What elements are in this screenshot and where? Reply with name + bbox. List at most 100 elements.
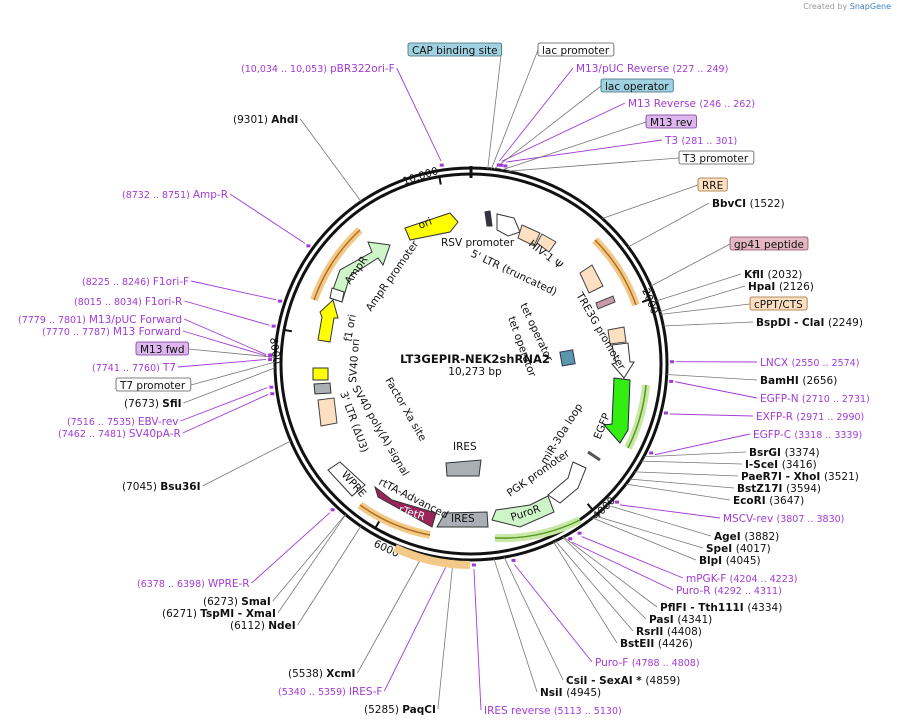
site-position: (4408) [667,626,702,638]
tick-mark [641,298,650,303]
ires-inner-feature [445,459,482,477]
tick-mark [438,176,442,185]
primer-leader [180,387,268,422]
ltr3-feature [317,397,338,427]
feature-box-label: cPPT/CTS [754,299,803,311]
leader-line [202,440,291,487]
primer-label: LNCX (2550 .. 2574) [760,357,859,369]
site-name: BbvCI [712,198,750,210]
primer-name: T3 [664,135,681,147]
ires-arc-feature [436,511,489,528]
site-name: I-SceI [745,459,782,471]
feature-box-frame [135,341,189,356]
feature-box-label: gp41 peptide [734,239,804,251]
leader-line [634,471,739,477]
tick-mark [283,328,293,333]
primer-name: EGFP-C [753,429,794,441]
primer-label: (8225 .. 8246) F1ori-F [82,276,189,288]
cppt-feature [607,326,627,345]
leader-line [650,243,731,287]
primer-name: F1ori-F [153,276,189,288]
primer-leader [514,564,593,663]
tick-label: 10,000 [401,165,440,188]
leader-line [272,514,346,602]
rsv-promoter-label: RSV promoter [441,237,515,249]
leader-line [641,460,743,465]
primer-leader [619,504,721,519]
leader-line [503,557,564,681]
puror-feature [491,495,555,528]
site-name: EcoRI [733,495,769,507]
site-label: (5285) PaqCI [364,704,436,716]
leader-line [183,367,276,404]
ampr-promoter-feature [329,287,345,303]
feature-box: lac operator [600,78,674,93]
site-position: (5538) [288,668,326,680]
feature-box-label: T3 promoter [682,153,749,165]
leader-line [659,285,746,313]
site-name: XcmI [326,668,355,680]
primer-label: (10,034 .. 10,053) pBR322ori-F [241,63,395,75]
site-name: NdeI [268,620,295,632]
primer-name: LNCX [760,357,792,369]
site-position: (3416) [782,459,817,471]
site-position: (2249) [828,317,863,329]
primer-name: EBV-rev [138,416,179,428]
leader-line [656,273,742,302]
primer-range: (10,034 .. 10,053) [241,64,330,75]
primer-name: mPGK-F [686,573,730,585]
leader-line [606,504,712,537]
primer-range: (4292 .. 4311) [714,586,782,597]
primer-label: T3 (281 .. 301) [664,135,737,147]
primer-label: (7462 .. 7481) SV40pA-R [58,428,181,440]
leader-line [666,374,758,381]
feature-box: M13 rev [645,114,697,129]
primer-leader [190,280,277,301]
site-position: (7673) [124,398,162,410]
primer-label: (7741 .. 7760) T7 [92,362,176,374]
site-name: SfiI [162,398,181,410]
primer-label: EXFP-R (2971 .. 2990) [756,411,864,423]
primer-label: EGFP-N (2710 .. 2731) [760,393,870,405]
primer-range: (7779 .. 7801) [18,315,89,326]
credit-prefix: Created by [803,2,848,11]
leader-line [562,536,647,620]
primer-name: M13 Forward [113,326,181,338]
site-label: RsrII (4408) [636,626,702,638]
site-name: SmaI [241,596,271,608]
site-name: Bsu36I [160,481,200,493]
site-name: HpaI [748,281,779,293]
primer-leader [183,318,267,356]
leader-line [628,202,710,248]
site-name: KflI [744,269,767,281]
site-label: BamHI (2656) [760,375,837,387]
leader-line [437,559,454,710]
leader-line [594,515,704,549]
leader-line [490,49,539,170]
leader-line [563,536,658,608]
site-label: I-SceI (3416) [745,459,817,471]
credit-brand: SnapGene [849,2,891,11]
tick-mark [586,503,594,511]
feature-box: CAP binding site [407,42,503,57]
tick-mark [374,520,381,529]
feature-box-frame [115,377,192,392]
primer-leader [572,541,674,591]
primer-leader [669,413,754,417]
primer-label: EGFP-C (3318 .. 3339) [753,429,862,441]
leader-line [487,49,503,169]
site-label: PasI (4341) [649,614,712,626]
site-name: NsiI [540,687,566,699]
site-position: (4426) [658,638,693,650]
sv40ori-feature [312,367,329,381]
feature-box: T3 promoter [678,150,755,165]
feature-box-frame [678,150,755,165]
primer-range: (8225 .. 8246) [82,277,153,288]
feature-box-label: M13 rev [650,117,693,129]
lower-orange-arc [393,544,471,569]
leader-line [357,553,424,674]
site-label: HpaI (2126) [748,281,814,293]
ampr-outer-line [313,229,361,301]
